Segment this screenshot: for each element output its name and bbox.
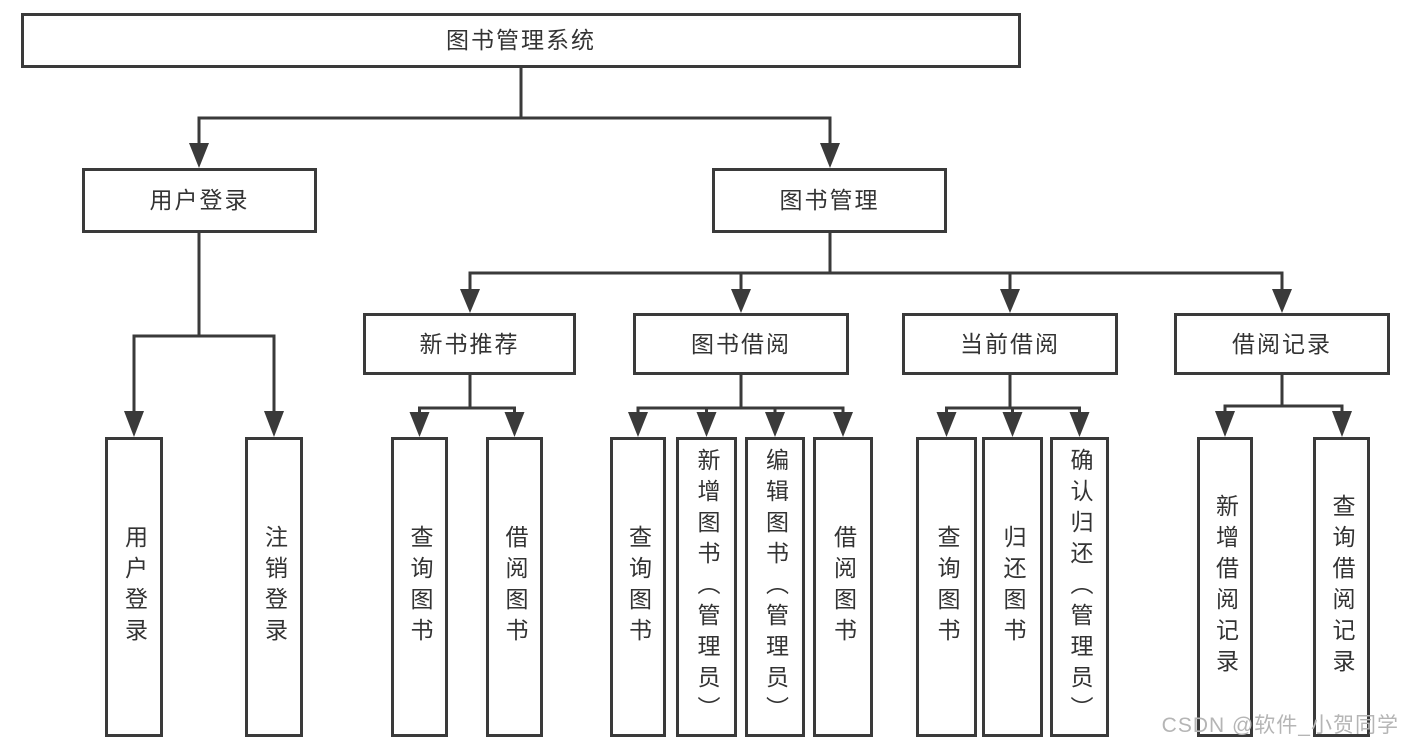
leaf-add-books-admin: 新增图书（管理员） (676, 437, 737, 737)
leaf-logout: 注销登录 (245, 437, 303, 737)
node-label: 图书管理 (779, 187, 880, 213)
leaf-query-books-recommend: 查询图书 (391, 437, 448, 737)
node-label: 图书借阅 (691, 330, 791, 357)
node-label: 图书管理系统 (446, 27, 596, 53)
leaf-query-books-current: 查询图书 (916, 437, 977, 737)
leaf-add-borrow-record: 新增借阅记录 (1197, 437, 1253, 737)
node-borrow-records: 借阅记录 (1174, 313, 1390, 375)
arrowhead-icons (124, 143, 1352, 437)
leaf-user-login: 用户登录 (105, 437, 163, 737)
leaf-edit-books-admin: 编辑图书（管理员） (745, 437, 805, 737)
node-label: 用户登录 (149, 187, 250, 213)
leaf-query-borrow-record: 查询借阅记录 (1313, 437, 1370, 737)
csdn-watermark: CSDN @软件_小贺同学 (1161, 714, 1399, 737)
leaf-return-books: 归还图书 (982, 437, 1043, 737)
leaf-query-books-borrow: 查询图书 (610, 437, 666, 737)
leaf-confirm-return-admin: 确认归还（管理员） (1050, 437, 1109, 737)
node-book-management: 图书管理 (712, 168, 947, 233)
node-library-management-system: 图书管理系统 (21, 13, 1021, 68)
node-label: 借阅记录 (1232, 330, 1332, 357)
leaf-borrow-books-recommend: 借阅图书 (486, 437, 543, 737)
node-user-login: 用户登录 (82, 168, 317, 233)
node-current-borrow: 当前借阅 (902, 313, 1118, 375)
node-new-book-recommend: 新书推荐 (363, 313, 576, 375)
node-book-borrow: 图书借阅 (633, 313, 849, 375)
node-label: 当前借阅 (960, 330, 1060, 357)
leaf-borrow-books: 借阅图书 (813, 437, 873, 737)
node-label: 新书推荐 (419, 330, 520, 357)
